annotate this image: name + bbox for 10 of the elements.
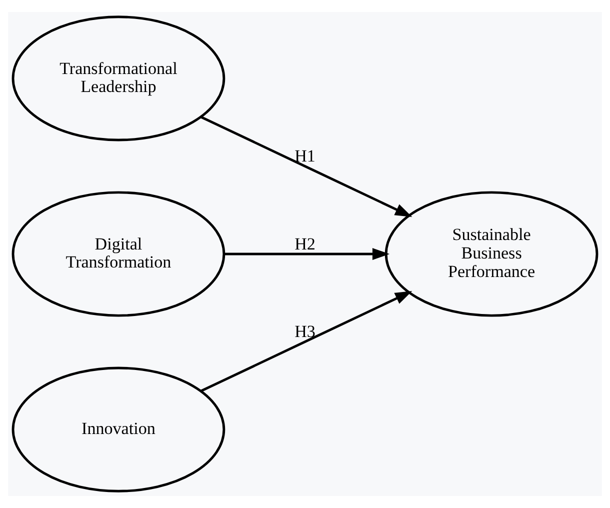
edge-label: H2 [294,234,316,254]
node-ellipse: Transformational Leadership [12,16,226,142]
node-ellipse: Digital Transformation [12,191,226,317]
arrow [200,116,412,217]
arrow [224,248,390,260]
edge-label: H3 [294,322,316,342]
node-ellipse: Innovation [12,366,226,492]
arrow [200,291,412,392]
node-ellipse: Sustainable Business Performance [384,191,598,317]
edge-label: H1 [294,146,316,166]
